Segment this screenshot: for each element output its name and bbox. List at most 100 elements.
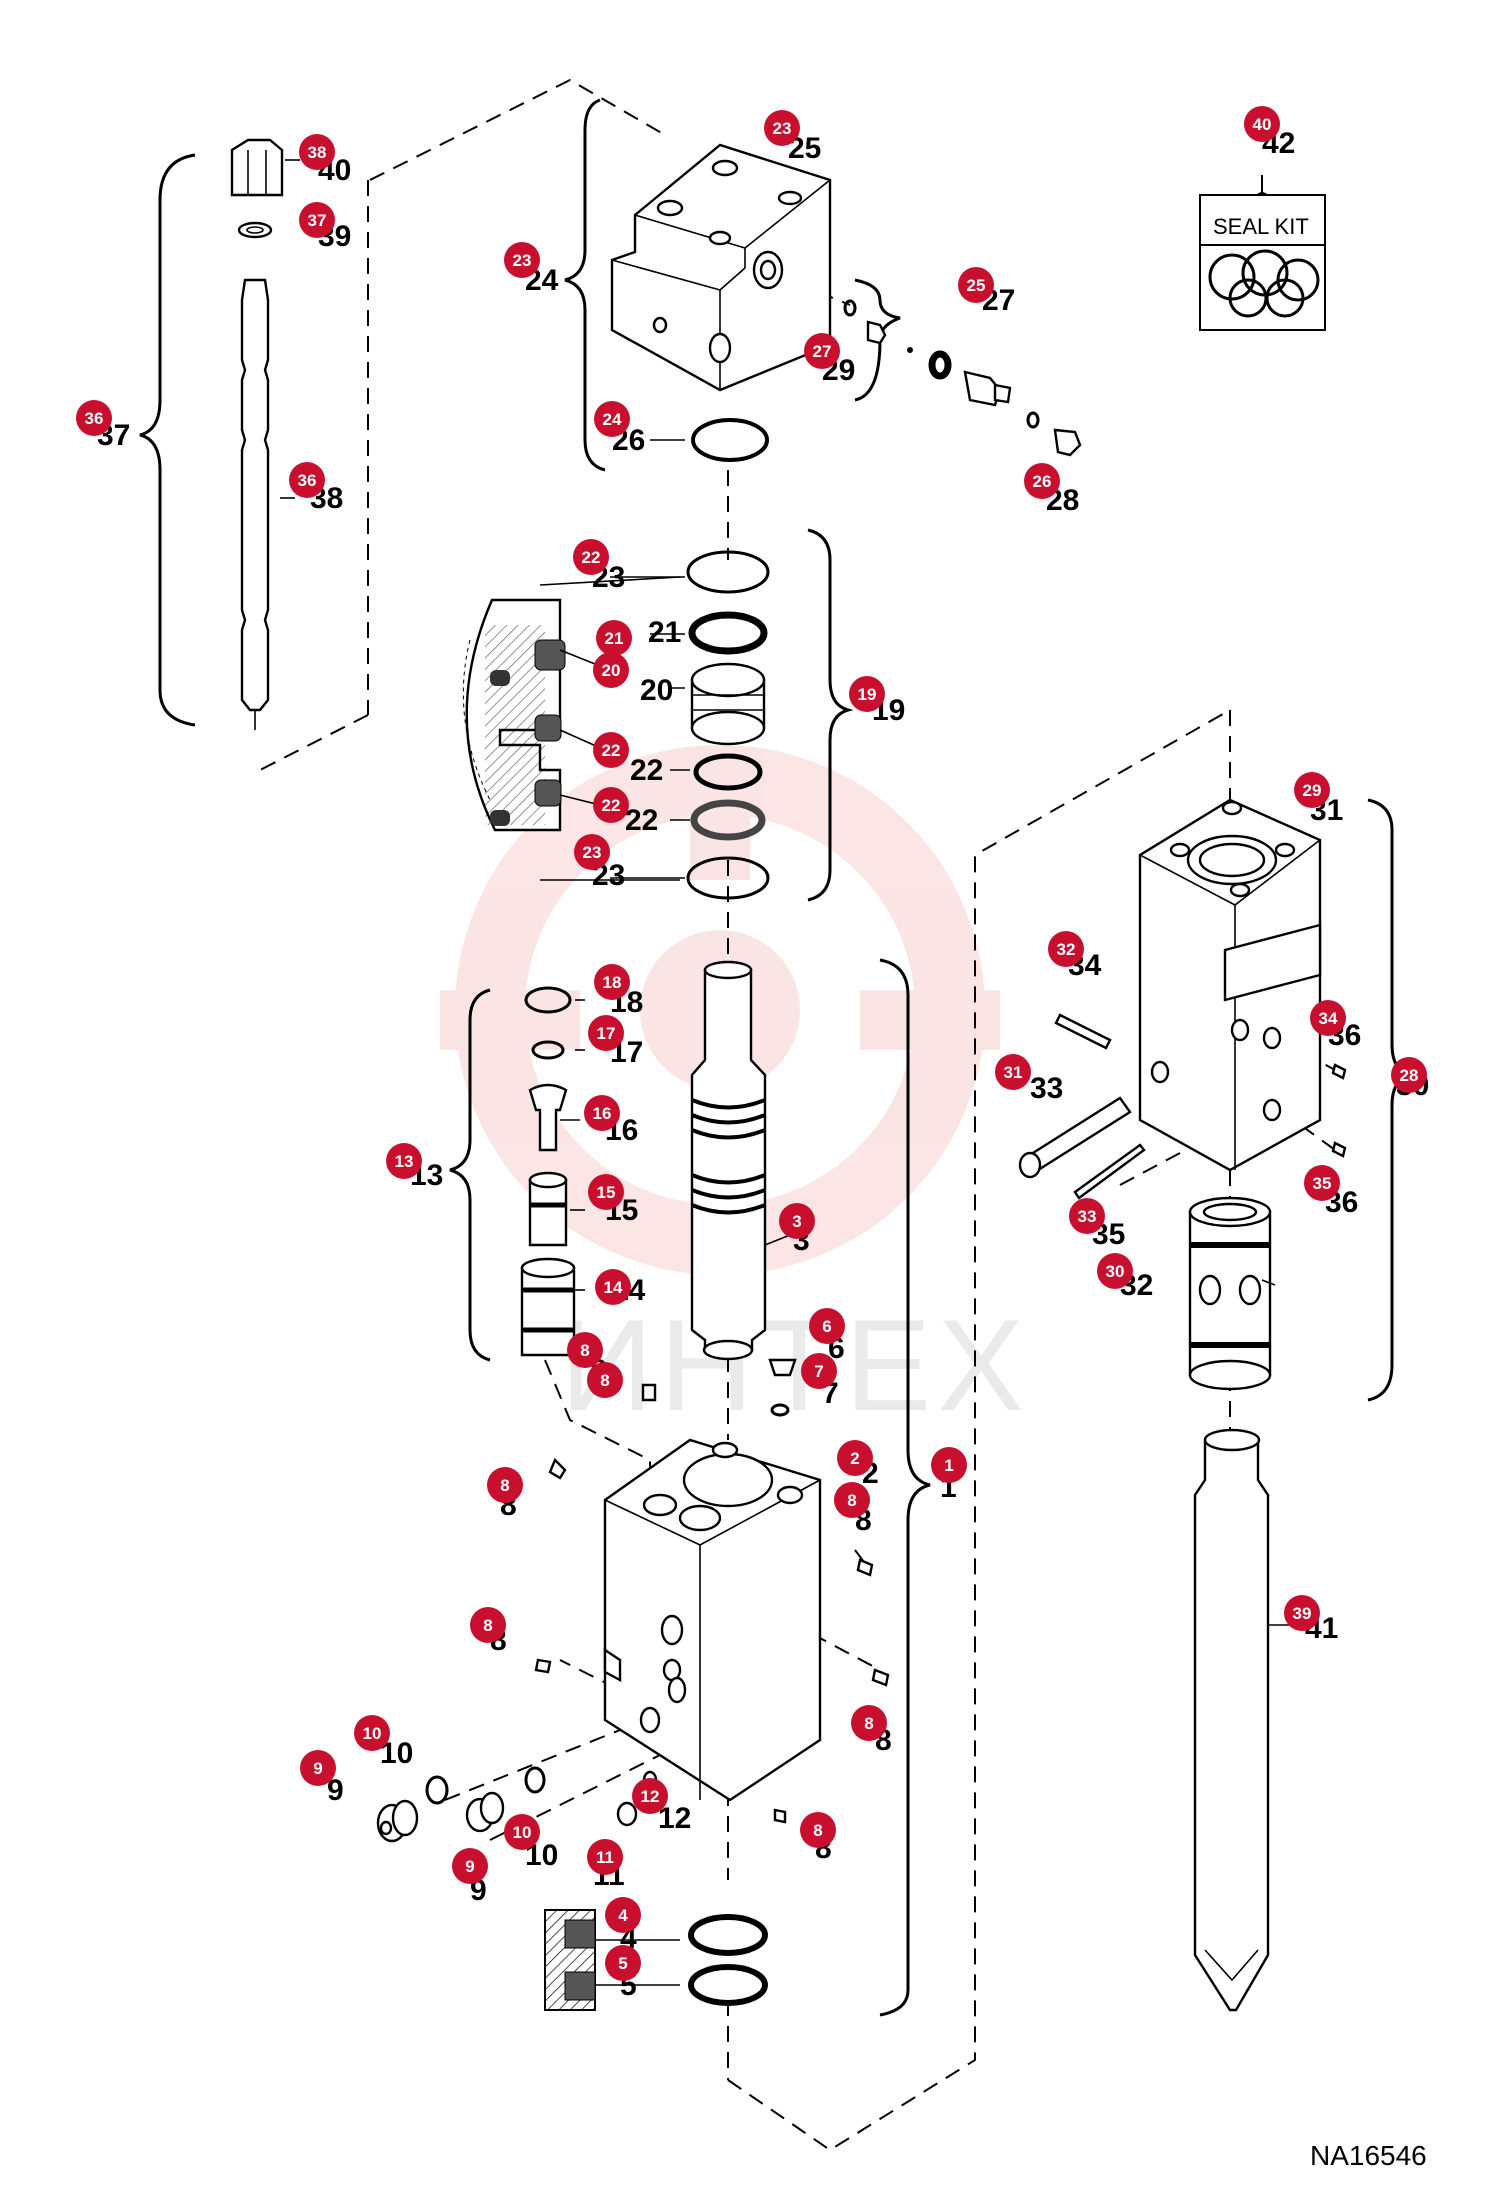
callout-badge (1284, 1595, 1320, 1631)
callout-badge (995, 1054, 1031, 1090)
callout-badge (931, 1447, 967, 1483)
callout-badge-number: 10 (363, 1724, 382, 1743)
callout-badge (1048, 931, 1084, 967)
callout-badge (1310, 1000, 1346, 1036)
callout-badge-number: 24 (603, 410, 622, 429)
callout-badge (504, 242, 540, 278)
callout-badge-number: 20 (602, 661, 621, 680)
callout-badge (574, 834, 610, 870)
rod-assembly-37 (230, 138, 284, 730)
callout-badge (596, 620, 632, 656)
callout-badge-number: 12 (641, 1787, 660, 1806)
callout-badge (958, 267, 994, 303)
callout-badge (300, 1750, 336, 1786)
callout-badge-number: 29 (1303, 781, 1322, 800)
label: 9 (327, 1774, 344, 1807)
callout-badge (1391, 1057, 1427, 1093)
callout-badge-number: 9 (465, 1857, 474, 1876)
callout-badge (593, 732, 629, 768)
callout-badge-number: 39 (1293, 1604, 1312, 1623)
callout-badge (299, 202, 335, 238)
callout-badge (834, 1482, 870, 1518)
callout-badge-number: 36 (298, 471, 317, 490)
callout-badge (1304, 1165, 1340, 1201)
callout-badge-number: 11 (596, 1848, 614, 1867)
callout-badge (1244, 106, 1280, 142)
callout-badge (764, 110, 800, 146)
main-body-1 (603, 1438, 822, 1802)
callout-badge (595, 1269, 631, 1305)
callout-badge-number: 5 (618, 1954, 627, 1973)
callout-badge (605, 1897, 641, 1933)
callout-badge-number: 31 (1004, 1063, 1023, 1082)
callout-badge-number: 6 (822, 1317, 831, 1336)
seal-kit-box: SEAL KIT (1199, 175, 1326, 331)
callout-badge (809, 1308, 845, 1344)
bushing-32 (1188, 1196, 1272, 1391)
assembly-braces (139, 98, 1416, 2017)
callout-badge (573, 539, 609, 575)
callout-badge (584, 1095, 620, 1131)
callout-badge (779, 1203, 815, 1239)
seal-cross-section (462, 576, 681, 881)
callout-badge (289, 462, 325, 498)
callout-badge-number: 9 (313, 1759, 322, 1778)
callout-badge-number: 34 (1319, 1009, 1338, 1028)
callout-badge (588, 1015, 624, 1051)
plugs-9-10 (376, 1766, 658, 1843)
callout-badges: 1234567888888899101011121314151617181920… (76, 106, 1427, 1981)
callout-badge-number: 14 (604, 1278, 623, 1297)
callout-badge-number: 8 (847, 1491, 856, 1510)
callout-badge-number: 22 (602, 741, 621, 760)
callout-badge-number: 40 (1253, 115, 1272, 134)
top-block-24 (610, 143, 832, 392)
callout-badge (504, 1814, 540, 1850)
callout-badge-number: 21 (605, 629, 624, 648)
callout-badge-number: 8 (864, 1714, 873, 1733)
o-ring-26 (691, 418, 769, 462)
chisel-tool-41 (1193, 1428, 1270, 2012)
callout-badge-number: 30 (1106, 1262, 1125, 1281)
callout-badge-number: 1 (944, 1456, 953, 1475)
callout-badge (588, 1174, 624, 1210)
callout-badge (76, 400, 112, 436)
callout-badge-number: 17 (597, 1024, 616, 1043)
callout-badge (593, 652, 629, 688)
callout-badge (299, 134, 335, 170)
callout-badge-number: 8 (483, 1616, 492, 1635)
piston-3 (690, 960, 767, 1361)
callout-badge (587, 1362, 623, 1398)
callout-badge-number: 7 (814, 1362, 823, 1381)
callout-badge (632, 1778, 668, 1814)
callout-badge-number: 28 (1400, 1066, 1419, 1085)
seal-stack-19 (686, 550, 770, 900)
callout-badge-number: 26 (1033, 472, 1052, 491)
callout-badge (849, 676, 885, 712)
callout-badge-number: 22 (602, 796, 621, 815)
callout-badge-number: 18 (603, 973, 622, 992)
callout-badge (487, 1467, 523, 1503)
callout-badge-number: 19 (858, 685, 877, 704)
callout-badge-number: 27 (813, 342, 832, 361)
pins-33-36 (1018, 1013, 1347, 1200)
callout-badge (605, 1945, 641, 1981)
callout-badge (851, 1705, 887, 1741)
callout-badge-number: 23 (773, 119, 792, 138)
callout-badge (801, 1353, 837, 1389)
callout-badge (804, 333, 840, 369)
part-labels: 1 2 3 4 5 6 7 8 8 8 8 8 8 8 9 9 10 10 11… (97, 127, 1429, 2002)
callout-badge-number: 10 (513, 1823, 532, 1842)
callout-badge-number: 8 (580, 1341, 589, 1360)
callout-badge (567, 1332, 603, 1368)
seal-kit-label: SEAL KIT (1213, 214, 1309, 239)
callout-badge-number: 8 (500, 1476, 509, 1495)
callout-badge-number: 38 (308, 143, 327, 162)
callout-badge (837, 1440, 873, 1476)
callout-badge (593, 787, 629, 823)
callout-badge-number: 2 (850, 1449, 859, 1468)
drawing-code: NA16546 (1310, 2140, 1427, 2171)
callout-badge (800, 1812, 836, 1848)
callout-badge-number: 36 (85, 409, 104, 428)
callout-badge-number: 23 (513, 251, 532, 270)
